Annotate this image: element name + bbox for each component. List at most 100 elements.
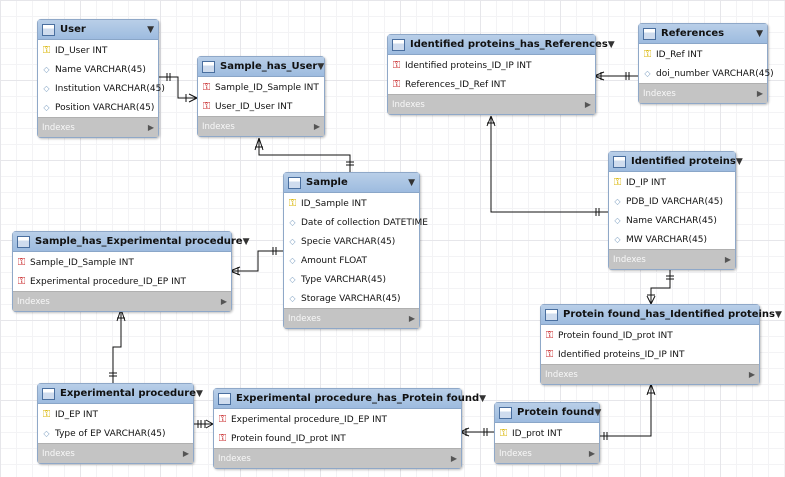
table-sample[interactable]: Sample ▼ ⚿ID_Sample INT ◇Date of collecti… xyxy=(283,172,428,329)
column-label: Institution VARCHAR(45) xyxy=(55,83,165,94)
table-header[interactable]: Experimental procedure_has_Protein found… xyxy=(214,389,486,409)
table-header[interactable]: Identified proteins_has_References▼ xyxy=(388,35,615,55)
primary-key-icon: ⚿ xyxy=(499,427,508,439)
column-row[interactable]: ◇Position VARCHAR(45) xyxy=(38,98,158,117)
table-header[interactable]: Experimental procedure▼ xyxy=(38,384,203,404)
table-user[interactable]: User▼ ⚿ID_User INT ◇Name VARCHAR(45) ◇In… xyxy=(37,19,165,138)
indexes-footer[interactable]: Indexes ▶ xyxy=(198,116,324,136)
table-title: Sample xyxy=(306,177,348,188)
table-experimental-procedure-has-protein-found[interactable]: Experimental procedure_has_Protein found… xyxy=(213,388,486,469)
column-row[interactable]: ⚿ID_IP INT xyxy=(609,173,735,192)
table-protein-found-has-identified-proteins[interactable]: Protein found_has_Identified proteins▼ ⚿… xyxy=(540,304,782,385)
table-identified-proteins[interactable]: Identified proteins▼ ⚿ID_IP INT ◇PDB_ID … xyxy=(608,151,743,270)
indexes-footer[interactable]: Indexes ▶ xyxy=(284,308,419,328)
table-header[interactable]: Sample ▼ xyxy=(284,173,419,193)
table-references[interactable]: References▼ ⚿ID_Ref INT ◇doi_number VARC… xyxy=(638,23,774,104)
indexes-label: Indexes xyxy=(288,313,321,324)
expand-arrow-icon[interactable]: ▶ xyxy=(450,454,457,463)
column-label: Name VARCHAR(45) xyxy=(55,64,146,75)
expand-arrow-icon[interactable]: ▶ xyxy=(313,122,320,131)
column-label: Identified proteins_ID_IP INT xyxy=(558,349,685,360)
expand-arrow-icon[interactable]: ▶ xyxy=(182,449,189,458)
table-header[interactable]: User▼ xyxy=(38,20,158,40)
dropdown-arrow-icon[interactable]: ▼ xyxy=(735,156,743,167)
table-title: Protein found_has_Identified proteins xyxy=(563,309,776,320)
dropdown-arrow-icon[interactable]: ▼ xyxy=(242,236,250,247)
dropdown-arrow-icon[interactable]: ▼ xyxy=(479,393,487,404)
dropdown-arrow-icon[interactable]: ▼ xyxy=(196,388,203,399)
column-row[interactable]: ◇PDB_ID VARCHAR(45) xyxy=(609,192,735,211)
column-row[interactable]: ⚿ID_Sample INT xyxy=(284,194,419,213)
table-header[interactable]: References▼ xyxy=(639,24,767,44)
expand-arrow-icon[interactable]: ▶ xyxy=(748,370,755,379)
indexes-footer[interactable]: Indexes▶ xyxy=(38,117,158,137)
table-header[interactable]: Protein found▼ xyxy=(495,403,602,423)
indexes-footer[interactable]: Indexes▶ xyxy=(639,83,767,103)
table-title: Sample_has_User xyxy=(220,61,318,72)
column-row[interactable]: ◇Amount FLOAT xyxy=(284,251,419,270)
column-row[interactable]: ⚿Protein found_ID_prot INT xyxy=(214,429,461,448)
column-row[interactable]: ◇doi_number VARCHAR(45) xyxy=(639,64,773,83)
expand-arrow-icon[interactable]: ▶ xyxy=(147,123,154,132)
expand-arrow-icon[interactable]: ▶ xyxy=(220,297,227,306)
column-row[interactable]: ⚿References_ID_Ref INT xyxy=(388,75,595,94)
column-row[interactable]: ◇Name VARCHAR(45) xyxy=(609,211,735,230)
expand-arrow-icon[interactable]: ▶ xyxy=(724,255,731,264)
foreign-key-icon: ⚿ xyxy=(545,329,554,341)
column-row[interactable]: ◇Name VARCHAR(45) xyxy=(38,60,158,79)
table-header[interactable]: Sample_has_Experimental procedure▼ xyxy=(13,232,249,252)
column-row[interactable]: ⚿User_ID_User INT xyxy=(198,97,324,116)
column-row[interactable]: ⚿Sample_ID_Sample INT xyxy=(13,253,231,272)
table-sample-has-experimental-procedure[interactable]: Sample_has_Experimental procedure▼ ⚿Samp… xyxy=(12,231,249,312)
column-diamond-icon: ◇ xyxy=(289,274,296,284)
indexes-footer[interactable]: Indexes▶ xyxy=(495,443,599,463)
column-row[interactable]: ⚿Experimental procedure_ID_EP INT xyxy=(13,272,231,291)
column-label: ID_Sample INT xyxy=(301,198,367,209)
indexes-footer[interactable]: Indexes▶ xyxy=(214,448,461,468)
table-header[interactable]: Identified proteins▼ xyxy=(609,152,743,172)
column-row[interactable]: ⚿Sample_ID_Sample INT xyxy=(198,78,324,97)
indexes-label: Indexes xyxy=(42,448,75,459)
column-row[interactable]: ⚿ID_EP INT xyxy=(38,405,193,424)
foreign-key-icon: ⚿ xyxy=(17,275,26,287)
column-row[interactable]: ◇Institution VARCHAR(45) xyxy=(38,79,164,98)
column-row[interactable]: ⚿ID_prot INT xyxy=(495,424,599,443)
dropdown-arrow-icon[interactable]: ▼ xyxy=(408,177,415,188)
expand-arrow-icon[interactable]: ▶ xyxy=(408,314,415,323)
column-row[interactable]: ⚿ID_Ref INT xyxy=(639,45,767,64)
table-protein-found[interactable]: Protein found▼ ⚿ID_prot INT Indexes▶ xyxy=(494,402,602,464)
column-row[interactable]: ◇Type of EP VARCHAR(45) xyxy=(38,424,193,443)
indexes-footer[interactable]: Indexes ▶ xyxy=(38,443,193,463)
table-identified-proteins-has-references[interactable]: Identified proteins_has_References▼ ⚿Ide… xyxy=(387,34,615,115)
table-header[interactable]: Sample_has_User▼ xyxy=(198,57,324,77)
dropdown-arrow-icon[interactable]: ▼ xyxy=(775,309,782,320)
column-row[interactable]: ◇Specie VARCHAR(45) xyxy=(284,232,419,251)
indexes-footer[interactable]: Indexes▶ xyxy=(541,364,759,384)
column-row[interactable]: ⚿Identified proteins_ID_IP INT xyxy=(388,56,595,75)
column-row[interactable]: ⚿Protein found_ID_prot INT xyxy=(541,326,759,345)
table-sample-has-user[interactable]: Sample_has_User▼ ⚿Sample_ID_Sample INT ⚿… xyxy=(197,56,325,137)
dropdown-arrow-icon[interactable]: ▼ xyxy=(147,24,154,35)
expand-arrow-icon[interactable]: ▶ xyxy=(756,89,763,98)
column-row[interactable]: ◇Date of collection DATETIME xyxy=(284,213,428,232)
dropdown-arrow-icon[interactable]: ▼ xyxy=(317,61,325,72)
column-row[interactable]: ⚿ID_User INT xyxy=(38,41,158,60)
indexes-label: Indexes xyxy=(613,254,646,265)
column-row[interactable]: ⚿Experimental procedure_ID_EP INT xyxy=(214,410,461,429)
indexes-label: Indexes xyxy=(202,121,235,132)
column-row[interactable]: ◇MW VARCHAR(45) xyxy=(609,230,735,249)
column-label: doi_number VARCHAR(45) xyxy=(656,68,774,79)
column-row[interactable]: ⚿Identified proteins_ID_IP INT xyxy=(541,345,759,364)
dropdown-arrow-icon[interactable]: ▼ xyxy=(756,28,763,39)
dropdown-arrow-icon[interactable]: ▼ xyxy=(607,39,615,50)
indexes-footer[interactable]: Indexes ▶ xyxy=(609,249,735,269)
column-row[interactable]: ◇Type VARCHAR(45) xyxy=(284,270,419,289)
expand-arrow-icon[interactable]: ▶ xyxy=(584,100,591,109)
table-header[interactable]: Protein found_has_Identified proteins▼ xyxy=(541,305,782,325)
expand-arrow-icon[interactable]: ▶ xyxy=(588,449,595,458)
column-row[interactable]: ◇Storage VARCHAR(45) xyxy=(284,289,419,308)
dropdown-arrow-icon[interactable]: ▼ xyxy=(594,407,602,418)
table-experimental-procedure[interactable]: Experimental procedure▼ ⚿ID_EP INT ◇Type… xyxy=(37,383,203,464)
indexes-footer[interactable]: Indexes▶ xyxy=(13,291,231,311)
indexes-footer[interactable]: Indexes▶ xyxy=(388,94,595,114)
